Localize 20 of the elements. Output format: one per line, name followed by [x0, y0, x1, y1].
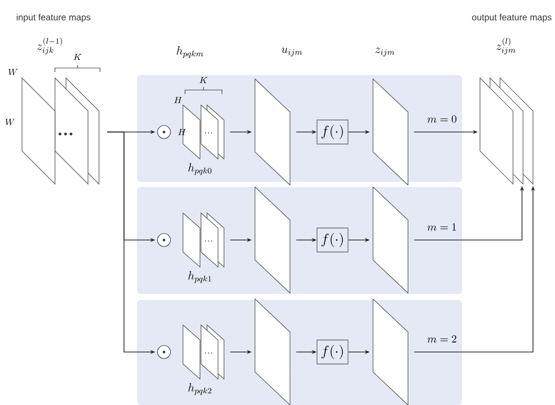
dimension-label: $K$: [74, 54, 82, 60]
math-label: $z_{ijk}^{(l-1)}$: [37, 38, 62, 54]
dimension-label: $H$: [174, 96, 182, 104]
dimension-label: $K$: [200, 76, 208, 84]
column-label: $u_{ijm}$: [282, 48, 302, 56]
operator-circle: [157, 233, 171, 247]
column-label: $z_{ijm}$: [375, 48, 394, 56]
operator-circle: [157, 345, 171, 359]
function-box: $f(\cdot)$: [316, 120, 348, 144]
function-box: $f(\cdot)$: [316, 340, 348, 364]
math-label: $h_{pqk0}$: [188, 163, 212, 175]
column-label: $h_{pqkm}$: [176, 46, 204, 58]
operator-circle: [157, 125, 171, 139]
heading: input feature maps: [16, 14, 90, 22]
math-label: $z_{ijm}^{(l)}$: [496, 38, 516, 54]
heading: output feature maps: [472, 14, 552, 22]
function-box: $f(\cdot)$: [316, 228, 348, 252]
math-label: $h_{pqk2}$: [188, 383, 212, 395]
dimension-label: $H$: [178, 128, 186, 136]
math-label: $h_{pqk1}$: [188, 271, 212, 283]
